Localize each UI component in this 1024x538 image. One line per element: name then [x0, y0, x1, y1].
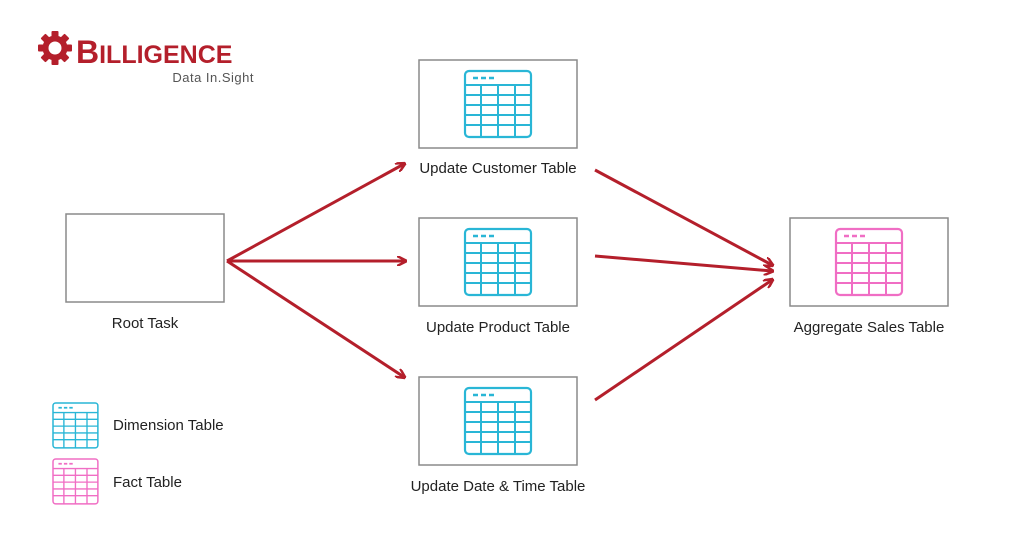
root-task-box: [65, 213, 225, 303]
root-task-label: Root Task: [112, 315, 179, 332]
aggregate-table-label: Aggregate Sales Table: [794, 319, 945, 336]
arrow-root-to-datetime: [226, 259, 404, 377]
datetime-table-label: Update Date & Time Table: [411, 478, 586, 495]
logo-tagline: Data In.Sight: [172, 70, 254, 85]
product-table-label: Update Product Table: [426, 319, 570, 336]
legend-dimension-icon: [52, 402, 99, 449]
logo-wordmark: BILLIGENCE: [76, 34, 232, 70]
gear-icon: [38, 31, 72, 65]
legend-dimension-label: Dimension Table: [113, 417, 224, 434]
logo-initial: B: [76, 34, 99, 70]
legend-fact-icon: [52, 458, 99, 505]
arrow-datetime-to-aggregate: [594, 280, 772, 402]
billigence-logo: BILLIGENCE Data In.Sight: [38, 31, 254, 85]
dimension-table-icon: [463, 69, 533, 139]
arrow-root-to-customer: [226, 164, 404, 263]
legend: Dimension Table Fact Table: [52, 402, 224, 505]
fact-table-icon: [834, 227, 904, 297]
dimension-table-icon: [463, 386, 533, 456]
arrow-customer-to-aggregate: [594, 168, 772, 265]
arrow-product-to-aggregate: [594, 254, 772, 271]
customer-table-label: Update Customer Table: [419, 160, 576, 177]
dimension-table-icon: [463, 227, 533, 297]
legend-fact-label: Fact Table: [113, 474, 182, 491]
logo-rest: ILLIGENCE: [99, 41, 232, 69]
